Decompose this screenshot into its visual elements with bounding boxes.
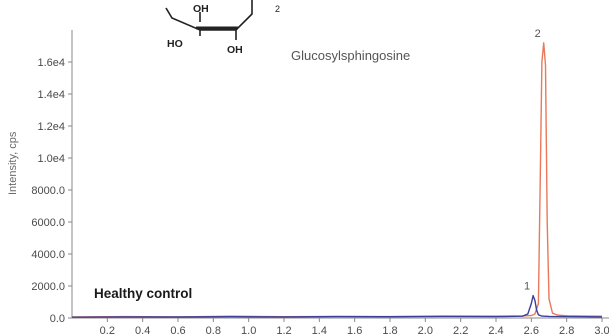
x-tick-label: 1.0 [241,325,256,335]
y-tick-label: 0.0 [50,313,65,325]
y-tick-label: 8000.0 [31,185,65,197]
y-tick-label: 1.0e4 [37,153,65,165]
x-tick-label: 1.2 [276,325,291,335]
x-tick-label: 2.0 [418,325,433,335]
x-tick-label: 2.2 [453,325,468,335]
group-name-label: Healthy control [94,286,192,301]
y-axis-ticks: 0.0 2000.0 4000.0 6000.0 8000.0 1.0e4 1.2e4 1.4… [31,57,72,325]
series-layer [71,42,603,318]
y-tick-label: 6000.0 [31,217,65,229]
x-tick-label: 0.6 [170,325,185,335]
x-tick-label: 2.8 [559,325,574,335]
x-tick-label: 1.6 [347,325,362,335]
compound-name-label: Glucosylsphingosine [291,48,410,63]
structure-label-oh-bottom: OH [227,44,243,56]
series-line-2 [71,294,603,318]
y-tick-label: 1.6e4 [37,57,65,69]
x-tick-label: 2.4 [488,325,503,335]
x-tick-label: 1.8 [382,325,397,335]
x-tick-label: 0.8 [206,325,221,335]
y-tick-label: 2000.0 [31,281,65,293]
peak-label-2: 2 [535,28,541,40]
y-tick-label: 1.2e4 [37,121,65,133]
x-tick-label: 0.2 [100,325,115,335]
glucose-structure-drawing: OH HO OH 2 [165,0,280,56]
y-tick-label: 4000.0 [31,249,65,261]
x-tick-label: 1.4 [312,325,327,335]
structure-label-oh-top: OH [193,3,209,15]
x-tick-label: 3.0 [594,325,609,335]
structure-label-ho: HO [167,38,183,50]
x-tick-label: 2.6 [524,325,539,335]
x-tick-label: 0.4 [135,325,150,335]
series-line-1 [71,42,603,318]
y-axis-title: Intensity, cps [7,131,19,195]
structure-label-subscript: 2 [275,4,280,14]
x-axis-ticks: 0.2 0.4 0.6 0.8 1.0 1.2 1.4 1.6 1.8 2.0 2.2 2.4 2.6 2… [100,318,609,335]
peak-label-1: 1 [524,281,530,293]
peak-labels: 12 [524,28,541,293]
y-tick-label: 1.4e4 [37,89,65,101]
